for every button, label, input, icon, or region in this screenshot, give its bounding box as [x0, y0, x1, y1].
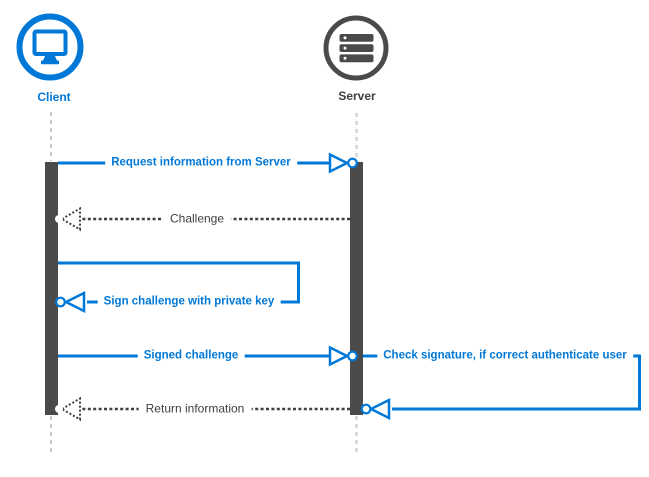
message-label-signed-challenge: Signed challenge — [137, 348, 245, 364]
arrowhead-left-icon — [368, 397, 391, 421]
arrowhead-right-icon — [328, 152, 350, 174]
endpoint-circle-icon — [55, 296, 66, 308]
dashed-arrowhead-left-icon — [60, 206, 81, 232]
message-label-check-signature: Check signature, if correct authenticate… — [377, 348, 633, 364]
message-label-challenge: Challenge — [162, 211, 232, 227]
arrow-check-signature-loop — [360, 354, 641, 421]
message-label-return-information: Return information — [138, 401, 252, 417]
monitor-icon — [32, 29, 68, 65]
arrowhead-right-icon — [328, 345, 350, 367]
server-actor-icon — [323, 15, 389, 81]
endpoint-circle-icon — [360, 403, 372, 415]
server-label: Server — [338, 89, 376, 103]
client-actor-icon — [16, 13, 84, 81]
arrowhead-left-icon — [63, 290, 86, 314]
endpoint-circle-icon — [347, 350, 358, 362]
message-label-sign-challenge: Sign challenge with private key — [97, 294, 281, 310]
endpoint-circle-icon — [55, 405, 63, 413]
endpoint-circle-icon — [55, 215, 63, 223]
server-stack-icon — [339, 34, 374, 63]
message-label-request-information: Request information from Server — [105, 155, 297, 171]
client-activation-bar — [45, 162, 58, 415]
endpoint-circle-icon — [347, 157, 358, 169]
dashed-arrowhead-left-icon — [60, 396, 81, 422]
client-label: Client — [37, 90, 71, 104]
server-activation-bar — [350, 162, 363, 415]
